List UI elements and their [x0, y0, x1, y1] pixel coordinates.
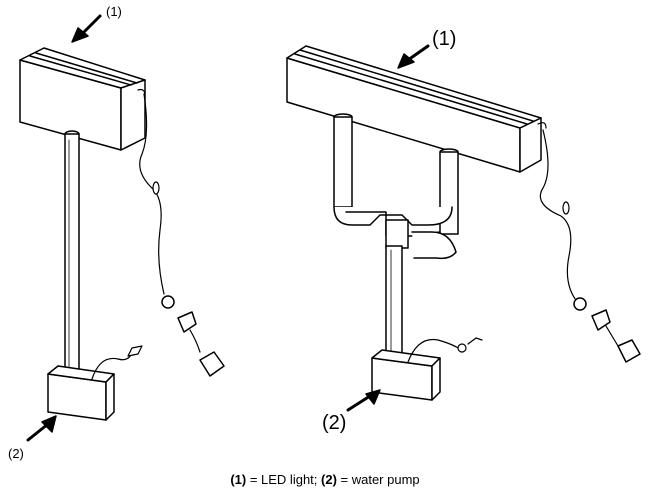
- arrow-right-light: [397, 44, 430, 69]
- left-riser-pipe: [64, 130, 80, 381]
- right-light-cord: [539, 129, 641, 363]
- arrow-left-light: [71, 14, 102, 43]
- left-pump-callout: (2): [8, 446, 24, 461]
- right-water-pump: [371, 337, 483, 401]
- right-pipe-manifold: [333, 113, 459, 359]
- right-light-callout: (1): [432, 28, 457, 50]
- right-led-light: [286, 45, 547, 173]
- arrow-right-pump: [346, 389, 381, 412]
- right-pump-callout: (2): [322, 412, 347, 434]
- caption-text-2: = water pump: [336, 472, 420, 487]
- left-water-pump: [47, 345, 143, 421]
- caption-text-1: = LED light;: [246, 472, 322, 487]
- arrow-left-pump: [26, 415, 57, 442]
- left-light-callout: (1): [106, 4, 122, 19]
- caption-key-2: (2): [321, 472, 337, 487]
- caption-key-1: (1): [230, 472, 247, 487]
- left-light-cord: [139, 93, 225, 377]
- left-led-light: [19, 47, 146, 151]
- figure-caption: (1) = LED light; (2) = water pump: [0, 472, 650, 487]
